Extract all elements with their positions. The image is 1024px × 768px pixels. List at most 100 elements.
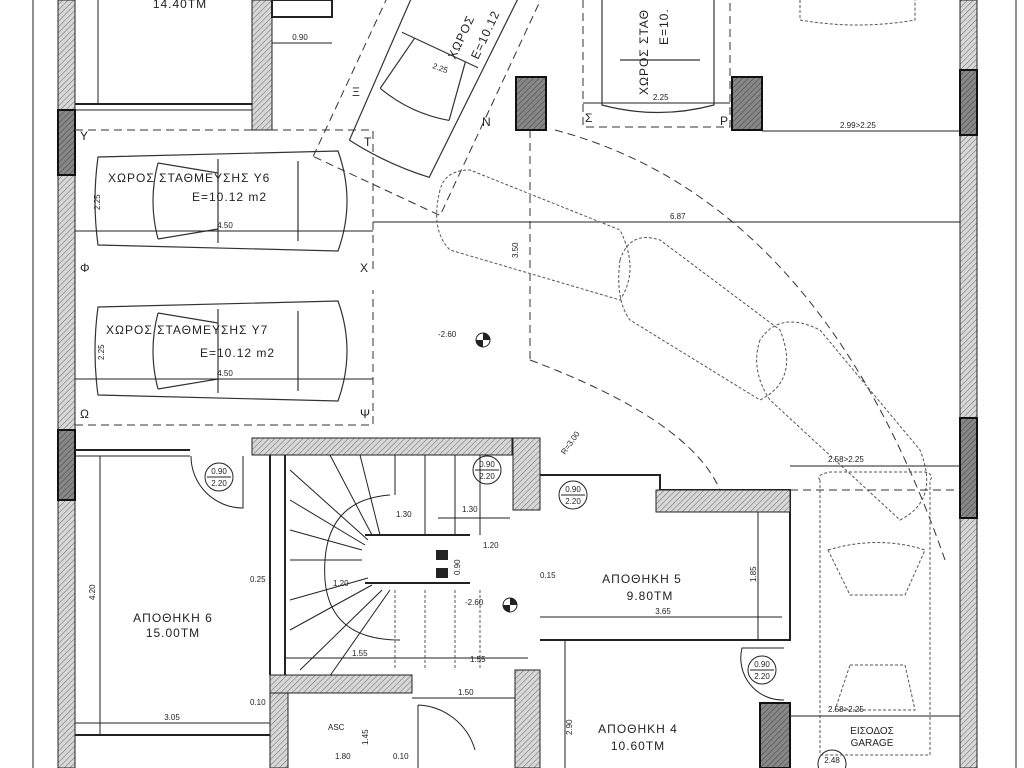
- level-marker: -2.60: [438, 330, 491, 348]
- car-icon: [818, 471, 933, 756]
- door-swing: [417, 704, 476, 768]
- car-icon: [342, 0, 541, 184]
- right-wall: [959, 0, 978, 768]
- door-height: 2.20: [479, 472, 495, 481]
- dimension-label: 2.25: [93, 194, 102, 210]
- level-marker: -2.60: [465, 597, 518, 613]
- dimension-label: 6.87: [670, 212, 686, 221]
- right-wall-column: [959, 417, 978, 519]
- corner-label: Ξ: [352, 85, 361, 99]
- column: [512, 437, 541, 511]
- door-width: 0.90: [754, 660, 770, 669]
- wall: [514, 669, 541, 768]
- dimension-label: 2.58>2.25: [828, 455, 864, 464]
- dimension-label: 1.20: [483, 541, 499, 550]
- left-wall: [57, 0, 76, 768]
- corner-label: Χ: [360, 261, 369, 275]
- dimension-label: 1.50: [458, 688, 474, 697]
- door-tag: 0.90 2.20: [558, 480, 588, 510]
- storage-4-area: 10.60TM: [611, 739, 665, 753]
- corner-label: Τ: [364, 135, 372, 149]
- dimension-label: 2.25: [431, 61, 449, 75]
- parking-outline: [312, 0, 568, 217]
- wall: [269, 692, 289, 768]
- column: [759, 702, 791, 768]
- column: [731, 76, 763, 131]
- dimension-label: 1.55: [470, 655, 486, 664]
- parking-space-y6-label: ΧΩΡΟΣ ΣΤΑΘΜΕΥΣΗΣ Υ6: [108, 171, 270, 185]
- corner-label: Ω: [80, 407, 90, 421]
- dimension-label: 2.99>2.25: [840, 121, 876, 130]
- dimension-label: 1.20: [333, 579, 349, 588]
- door-swing: [740, 647, 785, 701]
- dimension-label: 0.10: [393, 752, 409, 761]
- left-wall-column: [57, 109, 76, 176]
- dimension-label: 2.25: [653, 93, 669, 102]
- door-height: 2.20: [754, 672, 770, 681]
- dimension-label: 0.90: [292, 33, 308, 42]
- door-width: 0.90: [565, 485, 581, 494]
- storage-5-name: ΑΠΟΘΗΚΗ 5: [602, 572, 682, 586]
- door-height: 2.20: [565, 497, 581, 506]
- dimension-label: 0.10: [250, 698, 266, 707]
- corner-label: Ψ: [360, 407, 371, 421]
- level-label: -2.60: [438, 330, 457, 339]
- corner-label: Φ: [80, 261, 91, 275]
- door-width: 0.90: [211, 467, 227, 476]
- car-icon: [601, 0, 715, 114]
- ramp-car-ghost: [436, 169, 928, 521]
- staircase: [284, 454, 528, 691]
- dimension-label: 4.20: [88, 584, 97, 600]
- wall: [655, 489, 791, 513]
- parking-label: ΧΩΡΟΣ ΣΤΑΘ: [637, 9, 651, 95]
- dimension-label: 2.58>2.25: [828, 705, 864, 714]
- door-height: 2.20: [211, 479, 227, 488]
- door-tag-garage: 2.48: [817, 749, 847, 768]
- corner-label: Υ: [80, 129, 89, 143]
- parking-space-y7-label: ΧΩΡΟΣ ΣΤΑΘΜΕΥΣΗΣ Υ7: [106, 323, 268, 337]
- garage-entrance-label: ΕΙΣΟΔΟΣ: [850, 726, 894, 737]
- dimension-label: 1.30: [462, 505, 478, 514]
- dimension-label: 1.85: [749, 566, 758, 582]
- corner-label: Ν: [482, 115, 492, 129]
- dimension-label: 0.90: [453, 559, 462, 575]
- dimension-label: 0.15: [540, 571, 556, 580]
- right-wall-column: [959, 69, 978, 136]
- dimension-label: 1.30: [396, 510, 412, 519]
- ramp-outer-curve: [554, 129, 946, 561]
- dimension-label: 4.50: [217, 221, 233, 230]
- elevator-label: ASC: [328, 723, 345, 732]
- dimension-label: 3.50: [511, 242, 520, 258]
- wall: [251, 437, 513, 456]
- level-label: -2.60: [465, 598, 484, 607]
- ramp-inner-curve: [529, 359, 721, 491]
- wall: [269, 674, 413, 694]
- parking-space-y6-outline: [75, 129, 374, 270]
- car-icon: [799, 0, 916, 26]
- dimension-label: 2.25: [97, 344, 106, 360]
- dimension-label: 1.45: [361, 729, 370, 745]
- garage-entrance-label-en: GARAGE: [851, 738, 894, 749]
- dimension-label: 1.55: [352, 649, 368, 658]
- parking-space-rotated: [312, 0, 568, 217]
- storage-6-area: 15.00TM: [146, 626, 200, 640]
- door-tag: 0.90 2.20: [747, 655, 777, 685]
- dimension-label: 1.80: [335, 752, 351, 761]
- dimension-label: 3.65: [655, 607, 671, 616]
- corner-label: Ρ: [720, 114, 729, 128]
- parking-area: E=10.12: [468, 8, 503, 61]
- storage-4-name: ΑΠΟΘΗΚΗ 4: [598, 722, 678, 736]
- storage-6-name: ΑΠΟΘΗΚΗ 6: [133, 611, 213, 625]
- storage-5-area: 9.80TM: [627, 589, 674, 603]
- dimension-label: R=3.00: [559, 429, 582, 456]
- door-tag: 0.90 2.20: [204, 462, 234, 492]
- parking-outline: [582, 0, 731, 128]
- parking-area: E=10.: [657, 8, 671, 45]
- door-swing: [190, 455, 244, 509]
- dimension-label: 2.90: [565, 719, 574, 735]
- dimension-label: 4.50: [217, 369, 233, 378]
- dimension-label: 3.05: [164, 713, 180, 722]
- door-width: 2.48: [824, 756, 840, 765]
- parking-space-y7-area: E=10.12 m2: [200, 346, 275, 360]
